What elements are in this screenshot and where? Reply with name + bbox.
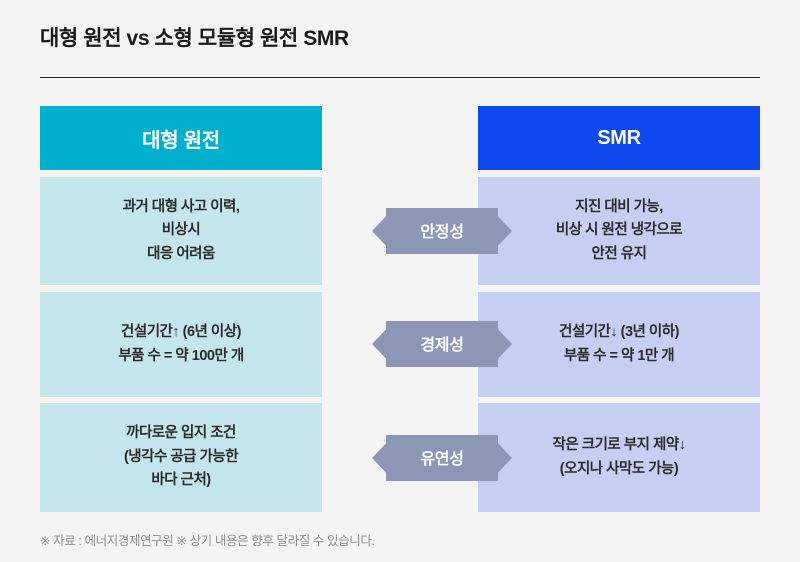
cell-left-flexibility-line-1: 까다로운 입지 조건 <box>126 425 236 442</box>
source-note: ※ 자료 : 에너지경제연구원 ※ 상기 내용은 향후 달라질 수 있습니다. <box>40 534 375 548</box>
column-header-smr-label: SMR <box>597 126 641 149</box>
cell-right-flexibility-line-1: 작은 크기로 부지 제약↓ <box>552 437 686 454</box>
column-large-reactor: 대형 원전 과거 대형 사고 이력, 비상시 대응 어려움 건설기간↑ (6년 … <box>40 106 322 512</box>
cell-right-safety-line-1: 지진 대비 가능, <box>575 198 663 215</box>
criterion-badge-safety: 안정성 <box>372 208 512 254</box>
cell-left-safety: 과거 대형 사고 이력, 비상시 대응 어려움 <box>40 177 322 285</box>
cell-right-economy-line-2: 부품 수 = 약 1만 개 <box>563 347 675 364</box>
cell-right-economy-line-1: 건설기간↓ (3년 이하) <box>559 324 679 341</box>
cell-right-flexibility: 작은 크기로 부지 제약↓ (오지나 사막도 가능) <box>478 403 760 512</box>
comparison-board: 대형 원전 과거 대형 사고 이력, 비상시 대응 어려움 건설기간↑ (6년 … <box>40 106 760 512</box>
criterion-badge-safety-label: 안정성 <box>420 224 464 241</box>
cell-left-safety-line-3: 대응 어려움 <box>147 245 215 262</box>
title-divider <box>40 77 760 78</box>
cell-left-safety-line-2: 비상시 <box>161 222 201 239</box>
cell-right-economy: 건설기간↓ (3년 이하) 부품 수 = 약 1만 개 <box>478 292 760 397</box>
criterion-badge-flexibility: 유연성 <box>372 435 512 481</box>
cell-left-safety-line-1: 과거 대형 사고 이력, <box>122 198 240 215</box>
cell-right-flexibility-line-2: (오지나 사막도 가능) <box>559 460 679 477</box>
cell-left-flexibility-line-3: 바다 근처) <box>151 472 211 489</box>
criterion-badge-flexibility-label: 유연성 <box>420 451 464 468</box>
column-smr: SMR 지진 대비 가능, 비상 시 원전 냉각으로 안전 유지 건설기간↓ (… <box>478 106 760 512</box>
criterion-badge-economy: 경제성 <box>372 321 512 367</box>
column-header-large-reactor-label: 대형 원전 <box>142 129 220 152</box>
cell-right-safety: 지진 대비 가능, 비상 시 원전 냉각으로 안전 유지 <box>478 177 760 285</box>
column-header-large-reactor: 대형 원전 <box>40 106 322 170</box>
cell-right-safety-line-2: 비상 시 원전 냉각으로 <box>555 222 683 239</box>
page-title: 대형 원전 vs 소형 모듈형 원전 SMR <box>40 27 349 50</box>
criterion-badge-economy-label: 경제성 <box>420 337 464 354</box>
cell-left-economy: 건설기간↑ (6년 이상) 부품 수 = 약 100만 개 <box>40 292 322 397</box>
title-area: 대형 원전 vs 소형 모듈형 원전 SMR <box>40 26 760 51</box>
cell-left-economy-line-2: 부품 수 = 약 100만 개 <box>118 347 244 364</box>
cell-left-economy-line-1: 건설기간↑ (6년 이상) <box>121 324 241 341</box>
column-header-smr: SMR <box>478 106 760 170</box>
cell-left-flexibility: 까다로운 입지 조건 (냉각수 공급 가능한 바다 근처) <box>40 403 322 512</box>
cell-left-flexibility-line-2: (냉각수 공급 가능한 <box>123 448 239 465</box>
cell-right-safety-line-3: 안전 유지 <box>591 245 647 262</box>
